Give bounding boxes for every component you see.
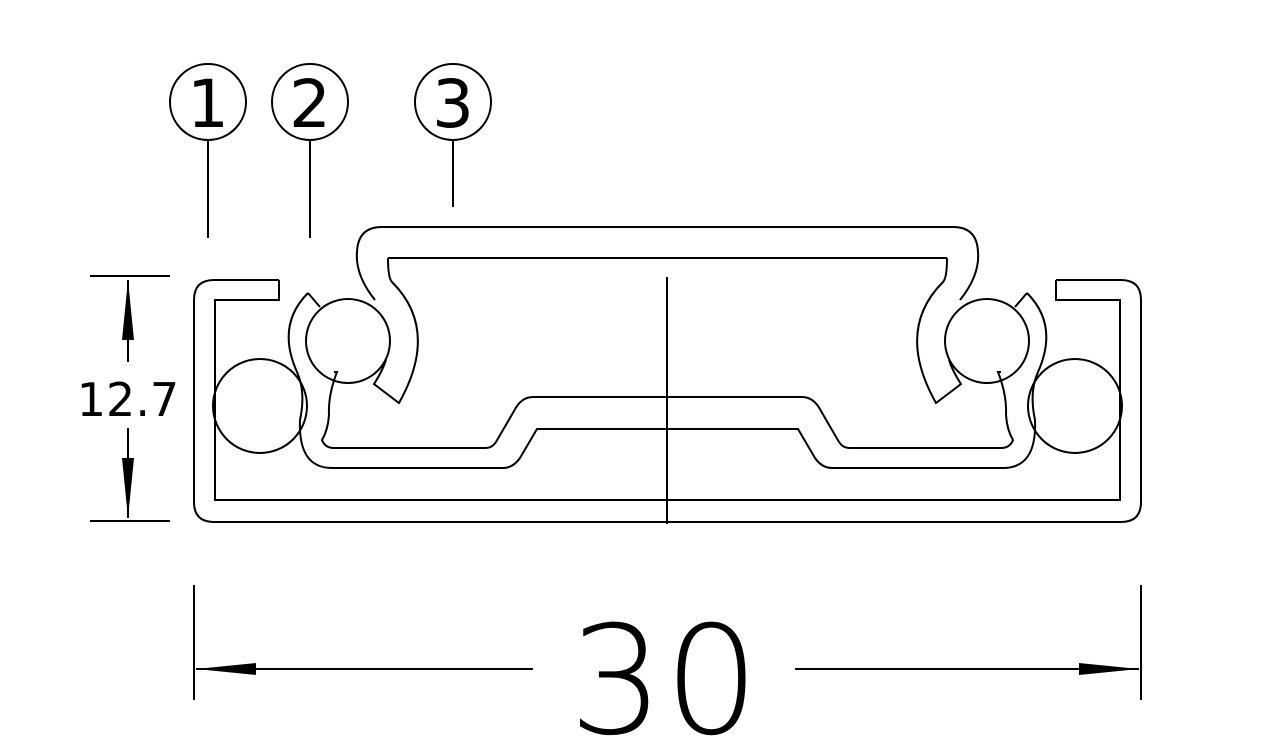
- arrow-up-icon: [122, 280, 134, 340]
- balloon-1-label: 1: [187, 66, 229, 143]
- balloon-2: 2: [271, 63, 349, 238]
- width-dimension: 30: [193, 585, 1142, 754]
- large-ball: [212, 358, 308, 454]
- balloon-2-label: 2: [289, 66, 331, 143]
- balloon-3: 3: [414, 63, 492, 207]
- height-dimension-value: 12.7: [77, 373, 179, 427]
- outer-rail: [193, 279, 668, 523]
- arrow-right-icon: [1079, 663, 1139, 675]
- small-ball: [305, 298, 391, 384]
- balloon-1: 1: [169, 63, 247, 238]
- arrow-down-icon: [122, 458, 134, 518]
- width-dimension-value: 30: [569, 595, 760, 754]
- balloon-3-label: 3: [432, 66, 474, 143]
- profile-half: [193, 226, 668, 523]
- inner-rail: [355, 226, 668, 405]
- height-dimension: 12.7: [77, 275, 179, 522]
- middle-rail: [287, 292, 668, 469]
- arrow-left-icon: [196, 663, 256, 675]
